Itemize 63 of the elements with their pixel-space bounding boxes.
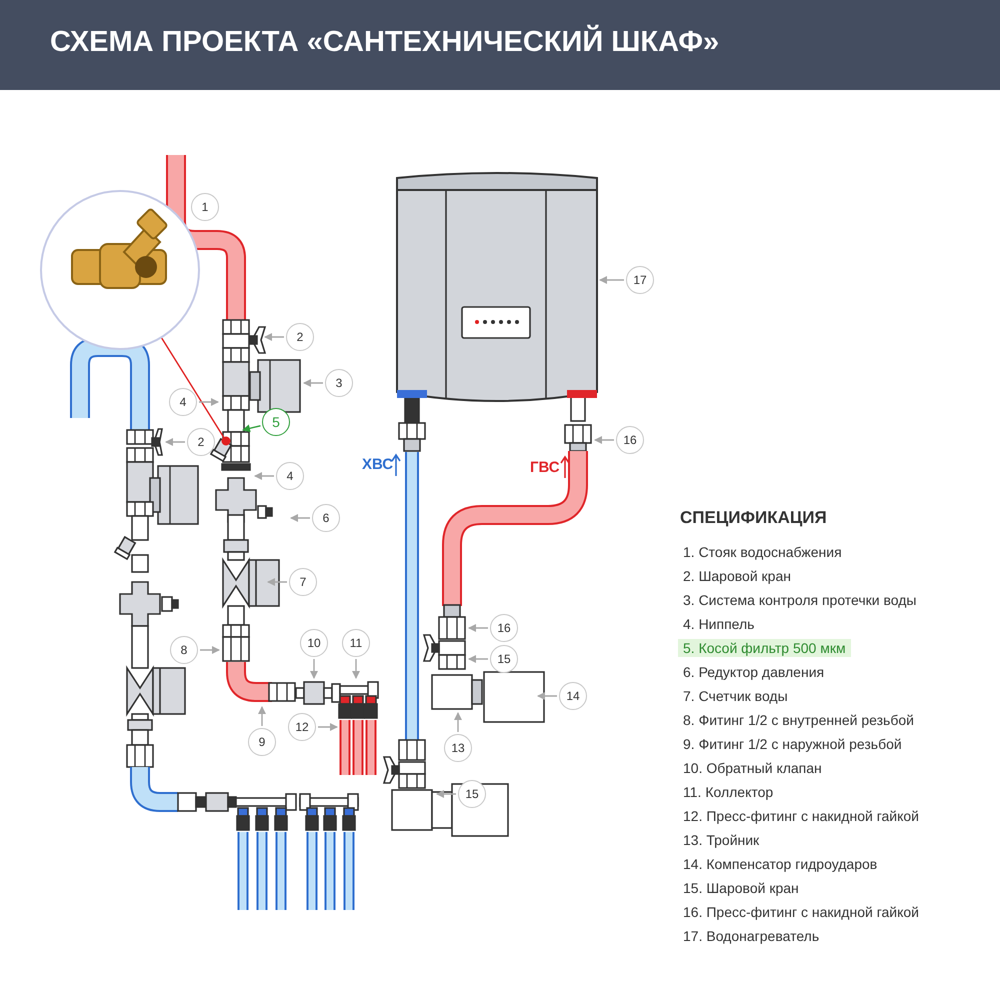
list-item: 17. Водонагреватель: [682, 927, 820, 945]
list-item: 15. Шаровой кран: [682, 879, 800, 897]
list-item: 3. Система контроля протечки воды: [682, 591, 918, 609]
section-heading: СПЕЦИФИКАЦИЯ: [680, 508, 827, 528]
leader-arrow: [264, 333, 284, 341]
list-item: 8. Фитинг 1/2 с внутренней резьбой: [682, 711, 915, 729]
callout-number: 11: [342, 629, 370, 657]
callout-number: 4: [169, 388, 197, 416]
leader-arrow: [454, 712, 462, 732]
list-item: 5. Косой фильтр 500 мкм: [678, 639, 851, 657]
leader-arrow: [303, 379, 323, 387]
list-item: 12. Пресс-фитинг с накидной гайкой: [682, 807, 920, 825]
callout-number: 1: [191, 193, 219, 221]
water-heater-drawing: [396, 172, 598, 402]
leader-arrow: [594, 436, 614, 444]
callout-number: 14: [559, 682, 587, 710]
pipe-label: ГВС: [530, 459, 560, 476]
pipe-label: ХВС: [362, 456, 394, 473]
leader-arrow: [318, 723, 338, 731]
list-item: 7. Счетчик воды: [682, 687, 789, 705]
leader-line: [160, 336, 230, 446]
callout-number: 16: [616, 426, 644, 454]
leader-arrow: [165, 438, 185, 446]
list-item: 4. Ниппель: [682, 615, 756, 633]
list-item: 13. Тройник: [682, 831, 760, 849]
list-item: 9. Фитинг 1/2 с наружной резьбой: [682, 735, 903, 753]
callout-number: 10: [300, 629, 328, 657]
leader-arrow: [200, 646, 220, 654]
callout-number: 6: [312, 504, 340, 532]
leader-arrow: [258, 706, 266, 726]
list-item: 16. Пресс-фитинг с накидной гайкой: [682, 903, 920, 921]
page-title: СХЕМА ПРОЕКТА «САНТЕХНИЧЕСКИЙ ШКАФ»: [50, 26, 720, 59]
list-item: 10. Обратный клапан: [682, 759, 823, 777]
leader-arrow: [468, 624, 488, 632]
leader-arrow: [468, 655, 488, 663]
callout-number: 7: [289, 568, 317, 596]
leader-arrow: [290, 514, 310, 522]
list-item: 14. Компенсатор гидроударов: [682, 855, 878, 873]
callout-number: 16: [490, 614, 518, 642]
list-item: 1. Стояк водоснабжения: [682, 543, 843, 561]
list-item: 11. Коллектор: [682, 783, 774, 801]
callout-number: 3: [325, 369, 353, 397]
callout-number: 4: [276, 462, 304, 490]
leader-arrow: [352, 659, 360, 679]
callout-number: 2: [286, 323, 314, 351]
leader-arrow: [310, 659, 318, 679]
list-item: 6. Редуктор давления: [682, 663, 826, 681]
list-item: 2. Шаровой кран: [682, 567, 792, 585]
leader-arrow: [436, 790, 456, 798]
callout-number: 13: [444, 734, 472, 762]
callout-number: 12: [288, 713, 316, 741]
leader-arrow: [254, 472, 274, 480]
callout-number: 15: [490, 645, 518, 673]
leader-arrow: [242, 424, 261, 432]
leader-arrow: [537, 692, 557, 700]
leader-arrow: [599, 276, 624, 284]
callout-number: 17: [626, 266, 654, 294]
callout-number: 5: [262, 408, 290, 436]
callout-number: 2: [187, 428, 215, 456]
leader-arrow: [199, 398, 219, 406]
callout-number: 9: [248, 728, 276, 756]
callout-number: 8: [170, 636, 198, 664]
leader-arrow: [267, 578, 287, 586]
